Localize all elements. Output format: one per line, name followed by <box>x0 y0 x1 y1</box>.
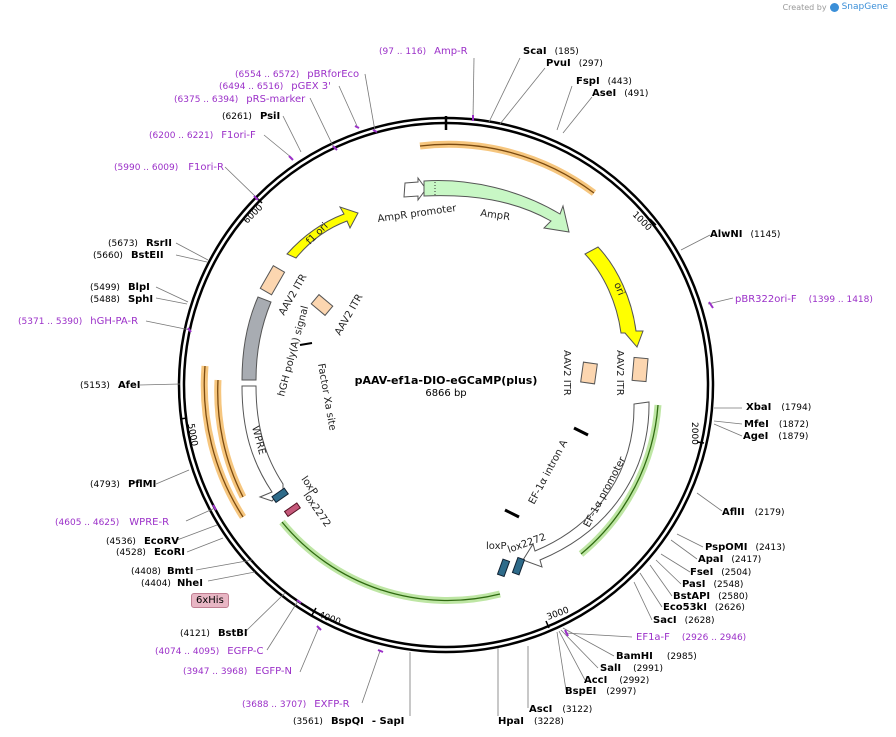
lox2272-box[interactable] <box>511 556 526 576</box>
restriction-site[interactable]: (4793)PflMI <box>90 479 156 490</box>
primer-labels: (97 .. 116)Amp-R pBR322ori-F(1399 .. 141… <box>18 46 873 710</box>
feature-label: hGH poly(A) signal <box>276 305 311 398</box>
primer-label[interactable]: (3947 .. 3968)EGFP-N <box>183 666 292 677</box>
ampr-promoter-arrow[interactable] <box>403 176 427 202</box>
restriction-site[interactable]: FseI(2504) <box>690 567 751 578</box>
restriction-site[interactable]: HpaI(3228) <box>498 716 564 727</box>
restriction-site[interactable]: (4121)BstBI <box>180 628 248 639</box>
plasmid-size: 6866 bp <box>425 388 466 399</box>
restriction-site[interactable]: SacI(2628) <box>653 615 715 626</box>
ef1a-promoter-arrow[interactable] <box>522 401 650 568</box>
primer-label[interactable]: (6554 .. 6572)pBRforEco <box>235 69 359 80</box>
restriction-site[interactable]: BspEI(2997) <box>565 686 636 697</box>
ori-arrow[interactable] <box>584 246 644 348</box>
primer-label[interactable]: EF1a-F(2926 .. 2946) <box>636 632 746 643</box>
loxp-box[interactable] <box>271 487 289 504</box>
orf-highlights <box>200 140 662 604</box>
snapgene-brand: Created by SnapGene <box>783 2 888 12</box>
restriction-site[interactable]: AscI(3122) <box>529 704 592 715</box>
feature-label: AAV2 ITR <box>561 350 572 396</box>
restriction-site[interactable]: (5488)SphI <box>90 294 153 305</box>
restriction-site[interactable]: AseI(491) <box>592 88 648 99</box>
6xhis-tag[interactable]: 6xHis <box>191 593 229 608</box>
restriction-site[interactable]: (4404)NheI <box>141 578 203 589</box>
feature-label: AmpR promoter <box>377 203 458 225</box>
primer-label[interactable]: (6200 .. 6221)F1ori-F <box>149 130 256 141</box>
restriction-site[interactable]: PspOMI(2413) <box>705 542 785 553</box>
brand-name: SnapGene <box>841 2 888 12</box>
leader-lines <box>139 57 743 716</box>
restriction-site[interactable]: Eco53kI(2626) <box>663 602 745 613</box>
primer-label[interactable]: (97 .. 116)Amp-R <box>379 46 468 57</box>
feature-label: AAV2 ITR <box>333 292 365 337</box>
tick-label: 5000 <box>185 423 199 448</box>
features <box>241 176 650 578</box>
restriction-site[interactable]: BamHI(2985) <box>616 651 697 662</box>
ef1a-intron-bar-a[interactable] <box>573 426 589 437</box>
tick-label: 6000 <box>242 203 265 226</box>
primer-label[interactable]: (5990 .. 6009)F1ori-R <box>114 162 224 173</box>
restriction-site[interactable]: (3561)BspQI- SapI <box>293 716 404 727</box>
tick-label: 2000 <box>689 422 699 445</box>
primer-label[interactable]: pBR322ori-F(1399 .. 1418) <box>735 294 873 305</box>
restriction-site[interactable]: MfeI(1872) <box>744 419 809 430</box>
primer-label[interactable]: (6375 .. 6394)pRS-marker <box>174 94 306 105</box>
restriction-site[interactable]: (5499)BlpI <box>90 282 150 293</box>
lox2272-box[interactable] <box>283 502 301 518</box>
restriction-site[interactable]: ScaI(185) <box>523 46 579 57</box>
ampr-arrow[interactable] <box>423 180 570 233</box>
restriction-site[interactable]: AccI(2992) <box>584 675 649 686</box>
factor-xa-site[interactable] <box>299 342 313 346</box>
restriction-site[interactable]: AflII(2179) <box>722 507 785 518</box>
aav2-itr-box[interactable] <box>580 361 598 385</box>
primer-label[interactable]: (3688 .. 3707)EXFP-R <box>242 699 350 710</box>
restriction-site[interactable]: (6261)PsiI <box>222 111 280 122</box>
primer-label[interactable]: (5371 .. 5390)hGH-PA-R <box>18 316 138 327</box>
restriction-site[interactable]: PvuI(297) <box>546 58 603 69</box>
primer-label[interactable]: (4074 .. 4095)EGFP-C <box>155 646 264 657</box>
restriction-site[interactable]: ApaI(2417) <box>698 554 761 565</box>
restriction-site[interactable]: (5673)RsrII <box>108 238 172 249</box>
restriction-site-labels: ScaI(185) PvuI(297) FspI(443) AseI(491) … <box>80 46 811 727</box>
tick-label: 3000 <box>546 605 571 622</box>
feature-label: AAV2 ITR <box>614 350 625 396</box>
feature-label: EF-1α intron A <box>527 438 570 506</box>
restriction-site[interactable]: (4408)BmtI <box>131 566 193 577</box>
center-labels: pAAV-ef1a-DIO-eGCaMP(plus) 6866 bp <box>355 374 538 399</box>
feature-label: ori <box>611 281 626 297</box>
feature-label: AmpR <box>480 208 511 223</box>
snapgene-logo-icon <box>829 2 839 12</box>
feature-label: Factor Xa site <box>315 363 338 432</box>
restriction-site[interactable]: (4528)EcoRI <box>116 547 185 558</box>
hgh-polya-arrow[interactable] <box>241 296 272 381</box>
feature-label: lox2272 <box>301 490 333 529</box>
created-by-text: Created by <box>782 2 827 12</box>
aav2-itr-box[interactable] <box>631 356 649 383</box>
restriction-site[interactable]: (4536)EcoRV <box>106 536 179 547</box>
tick-labels: 1000 2000 3000 4000 5000 6000 <box>185 203 699 628</box>
primer-label[interactable]: (6494 .. 6516)pGEX 3' <box>219 81 331 92</box>
plasmid-name: pAAV-ef1a-DIO-eGCaMP(plus) <box>355 374 538 387</box>
aav2-itr-box[interactable] <box>259 265 286 296</box>
restriction-site[interactable]: (5153)AfeI <box>80 380 141 391</box>
feature-label: loxP <box>486 541 507 552</box>
f1-ori-arrow[interactable] <box>286 206 359 259</box>
restriction-site[interactable]: FspI(443) <box>576 76 632 87</box>
restriction-site[interactable]: PasI(2548) <box>682 579 743 590</box>
restriction-site[interactable]: XbaI(1794) <box>746 402 811 413</box>
primer-markers <box>187 115 714 653</box>
restriction-site[interactable]: AlwNI(1145) <box>710 229 780 240</box>
loxp-box[interactable] <box>496 558 511 578</box>
ef1a-intron-bar-b[interactable] <box>504 508 520 519</box>
tick-marks <box>179 116 705 629</box>
primer-label[interactable]: (4605 .. 4625)WPRE-R <box>55 517 169 528</box>
restriction-site[interactable]: (5660)BstEII <box>93 250 164 261</box>
aav2-itr-box[interactable] <box>310 293 334 317</box>
restriction-site[interactable]: BstAPI(2580) <box>673 591 748 602</box>
restriction-site[interactable]: AgeI(1879) <box>743 431 808 442</box>
restriction-site[interactable]: SalI(2991) <box>600 663 663 674</box>
